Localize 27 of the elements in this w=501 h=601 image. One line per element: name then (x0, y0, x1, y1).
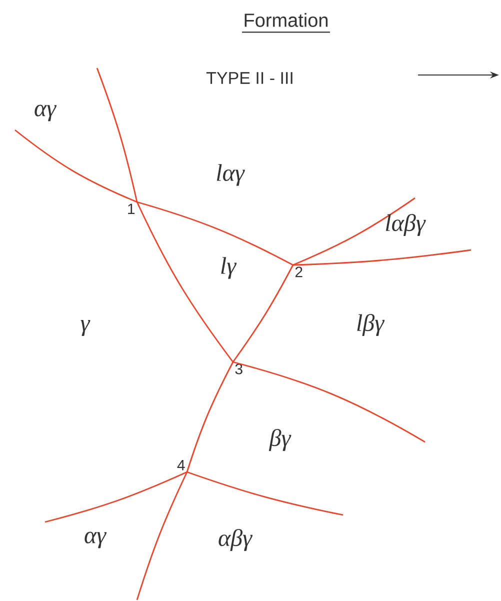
phase-boundary (232, 361, 426, 443)
phase-boundary (44, 471, 188, 523)
title: Formation (242, 13, 330, 33)
phase-label: βγ (268, 429, 292, 451)
phase-label: αγ (34, 104, 57, 122)
phase-label: αβγ (218, 529, 253, 551)
point-number: 3 (235, 364, 242, 374)
phase-label: lαγ (216, 164, 245, 186)
phase-label: lαβγ (386, 214, 426, 236)
point-number: 4 (177, 460, 185, 470)
phase-boundary (186, 471, 344, 516)
type-label: TYPE II - III (206, 72, 292, 84)
phase-boundary (136, 472, 188, 600)
phase-boundary (14, 129, 138, 203)
phase-boundary (96, 68, 138, 202)
phase-label: lβγ (357, 314, 385, 336)
point-number: 1 (128, 204, 135, 214)
phase-boundary (292, 197, 416, 266)
phase-boundary (136, 201, 294, 266)
point-number: 2 (295, 266, 302, 278)
phase-boundary (232, 264, 294, 362)
phase-label: αγ (84, 532, 107, 548)
phase-label: lγ (221, 257, 237, 279)
phase-boundary (136, 202, 234, 362)
phase-boundary (186, 362, 234, 472)
phase-label: γ (80, 320, 90, 336)
phase-boundary (292, 249, 472, 266)
